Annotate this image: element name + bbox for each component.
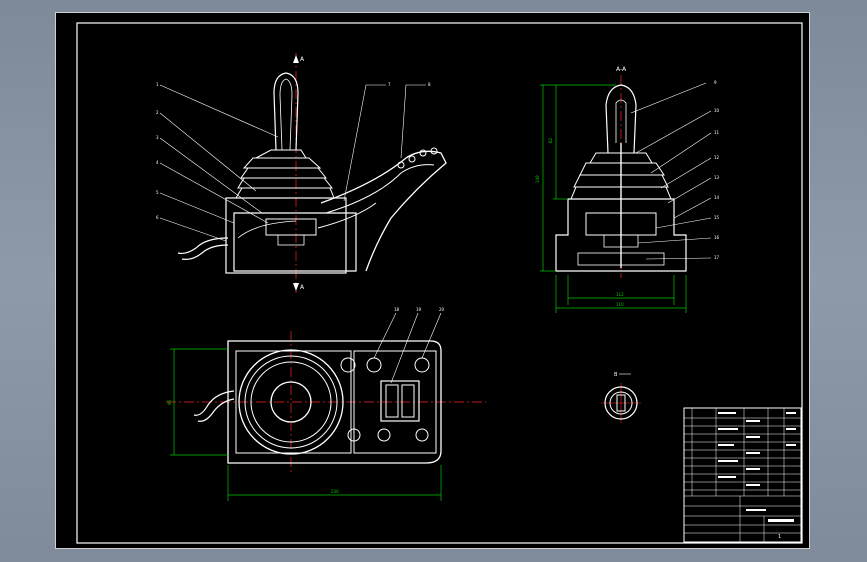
section-view-title: A-A [616,66,627,73]
callout-label: 4 [156,160,159,165]
section-mark-bottom: A [300,284,305,291]
callout-label: 1 [156,82,159,87]
section-view: A-A 9 10 11 12 [535,66,720,313]
callout-label: 5 [156,190,159,195]
callout-label: 7 [388,82,391,87]
section-arrow-top [293,55,299,63]
callout-label: 20 [439,307,445,312]
section-arrow-bottom [293,283,299,291]
callout-label: 9 [714,80,717,85]
callout-label: 11 [714,130,720,135]
callout-label: 8 [428,82,431,87]
dim-inner-width: 112 [616,292,624,297]
callout-label: 18 [394,307,400,312]
cad-drawing: A A [76,22,803,544]
callout-label: 13 [714,175,720,180]
dim-width: 96 [167,399,172,405]
dim-outer-width: 110 [616,302,624,307]
inner-border [76,22,803,544]
section-mark-top: A [300,56,305,63]
callout-label: 2 [156,110,159,115]
callout-label: 10 [714,108,720,113]
dim-length: 236 [331,489,339,494]
front-view: A A [156,53,447,293]
title-block: 1 [683,407,802,543]
callout-label: 17 [714,255,720,260]
top-view: 18 19 20 96 236 [166,307,486,501]
drawing-number: 1 [778,534,781,540]
callout-label: 19 [416,307,422,312]
callout-label: 6 [156,215,159,220]
callout-label: 12 [714,155,720,160]
dim-upper-height: 82 [548,137,553,143]
dim-total-height: 149 [535,175,540,183]
callout-label: 3 [156,135,159,140]
callout-label: 15 [714,215,720,220]
detail-label: B [614,372,618,378]
drawing-sheet: A A [55,12,810,549]
detail-view: B [601,372,641,423]
callout-label: 14 [714,195,720,200]
callout-label: 16 [714,235,720,240]
